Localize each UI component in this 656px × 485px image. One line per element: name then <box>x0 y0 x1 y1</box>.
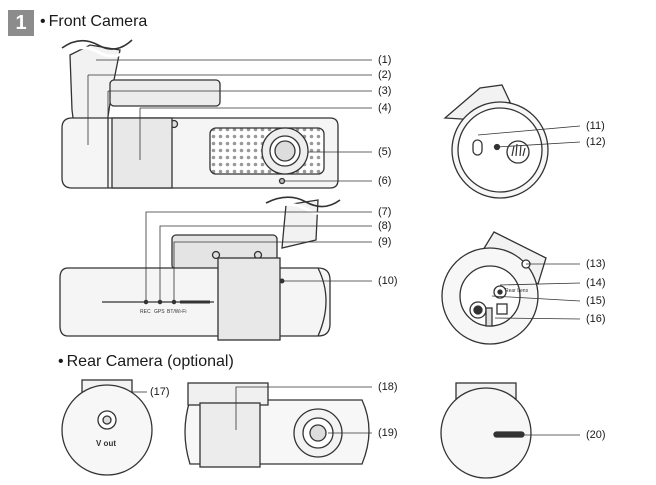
rec-label: REC <box>140 309 151 315</box>
callout-2: (2) <box>378 69 392 81</box>
front-camera-side-view <box>59 196 372 341</box>
callout-10: (10) <box>378 275 398 287</box>
callout-4: (4) <box>378 102 392 114</box>
rear-camera-title-text: Rear Camera (optional) <box>66 353 234 370</box>
bullet: • <box>40 13 46 30</box>
rear-camera-title: •Rear Camera (optional) <box>58 353 234 371</box>
callout-20: (20) <box>586 429 606 441</box>
callout-17: (17) <box>150 386 170 398</box>
callout-6: (6) <box>378 175 392 187</box>
callout-12: (12) <box>586 136 606 148</box>
rear-lens-label: Rear Lens <box>505 288 529 294</box>
callout-18: (18) <box>378 381 398 393</box>
rear-camera-front-view <box>61 379 153 476</box>
front-camera-title-text: Front Camera <box>48 13 148 30</box>
gps-label: GPS <box>154 309 165 315</box>
rear-camera-back-view <box>440 382 580 479</box>
device-labels: REC GPS BT/Wi-Fi Rear Lens V out <box>96 288 529 448</box>
callout-8: (8) <box>378 220 392 232</box>
callout-13: (13) <box>586 258 606 270</box>
rear-camera-side-view <box>184 382 372 468</box>
callout-19: (19) <box>378 427 398 439</box>
bullet: • <box>58 353 64 370</box>
callout-14: (14) <box>586 277 606 289</box>
front-camera-top-view <box>61 39 372 189</box>
front-camera-rear-view <box>441 231 581 345</box>
callout-9: (9) <box>378 236 392 248</box>
callout-16: (16) <box>586 313 606 325</box>
front-camera-end-view <box>443 84 581 199</box>
step-number-badge: 1 <box>8 10 34 36</box>
callout-11: (11) <box>586 120 605 132</box>
callout-1: (1) <box>378 54 392 66</box>
vout-label: V out <box>96 439 116 448</box>
callout-7: (7) <box>378 206 392 218</box>
callout-5: (5) <box>378 146 392 158</box>
btwifi-label: BT/Wi-Fi <box>167 309 186 315</box>
callout-15: (15) <box>586 295 606 307</box>
front-camera-title: •Front Camera <box>40 13 147 31</box>
callout-3: (3) <box>378 85 392 97</box>
